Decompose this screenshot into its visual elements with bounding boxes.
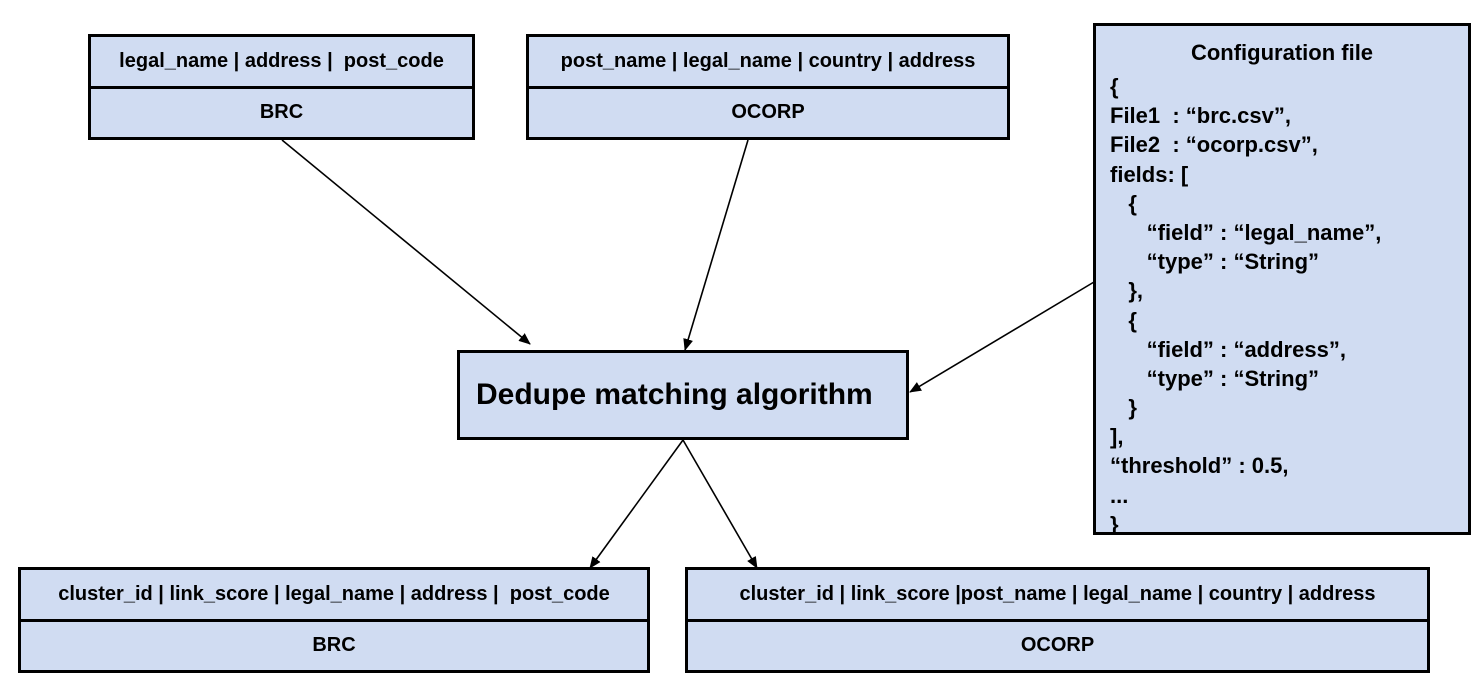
config-line: { — [1110, 307, 1137, 333]
algorithm-label: Dedupe matching algorithm — [476, 378, 873, 411]
config-line: “field” : “address”, — [1110, 336, 1346, 362]
output-brc-table: cluster_id | link_score | legal_name | a… — [18, 567, 650, 673]
source-ocorp-fields: post_name | legal_name | country | addre… — [529, 37, 1007, 89]
config-line: { — [1110, 190, 1137, 216]
config-line: } — [1110, 395, 1137, 421]
config-line: “type” : “String” — [1110, 365, 1320, 391]
config-line: ], — [1110, 424, 1124, 450]
config-line: File1 : “brc.csv”, — [1110, 103, 1291, 129]
output-brc-fields: cluster_id | link_score | legal_name | a… — [21, 570, 647, 622]
config-line: { — [1110, 74, 1119, 99]
output-ocorp-fields: cluster_id | link_score |post_name | leg… — [688, 570, 1427, 622]
config-line: File2 : “ocorp.csv”, — [1110, 132, 1318, 158]
source-brc-name: BRC — [259, 101, 304, 123]
output-brc-name: BRC — [312, 634, 356, 656]
source-brc-table: legal_name | address | post_code BRC — [88, 34, 475, 140]
config-line: “type” : “String” — [1110, 249, 1320, 275]
config-line: “field” : “legal_name”, — [1110, 219, 1382, 245]
config-title: Configuration file — [1190, 40, 1374, 65]
configuration-file-box: Configuration file { File1 : “brc.csv”, … — [1093, 23, 1471, 535]
config-line: }, — [1110, 278, 1144, 304]
arrow-algorithm-to-out-brc — [589, 439, 684, 569]
source-ocorp-table: post_name | legal_name | country | addre… — [526, 34, 1010, 140]
config-line: fields: [ — [1110, 161, 1189, 187]
source-ocorp-name: OCORP — [731, 101, 805, 123]
config-line: } — [1110, 511, 1119, 535]
arrow-algorithm-to-out-ocorp — [682, 439, 758, 569]
config-line: ... — [1110, 482, 1129, 508]
output-ocorp-name: OCORP — [1020, 634, 1095, 656]
config-line: “threshold” : 0.5, — [1110, 453, 1289, 479]
output-ocorp-table: cluster_id | link_score |post_name | leg… — [685, 567, 1430, 673]
arrow-brc-to-algorithm — [281, 139, 531, 345]
source-brc-fields: legal_name | address | post_code — [91, 37, 472, 89]
dedupe-algorithm-box: Dedupe matching algorithm — [457, 350, 909, 440]
arrow-ocorp-to-algorithm — [683, 139, 749, 351]
arrow-config-to-algorithm — [909, 281, 1095, 393]
